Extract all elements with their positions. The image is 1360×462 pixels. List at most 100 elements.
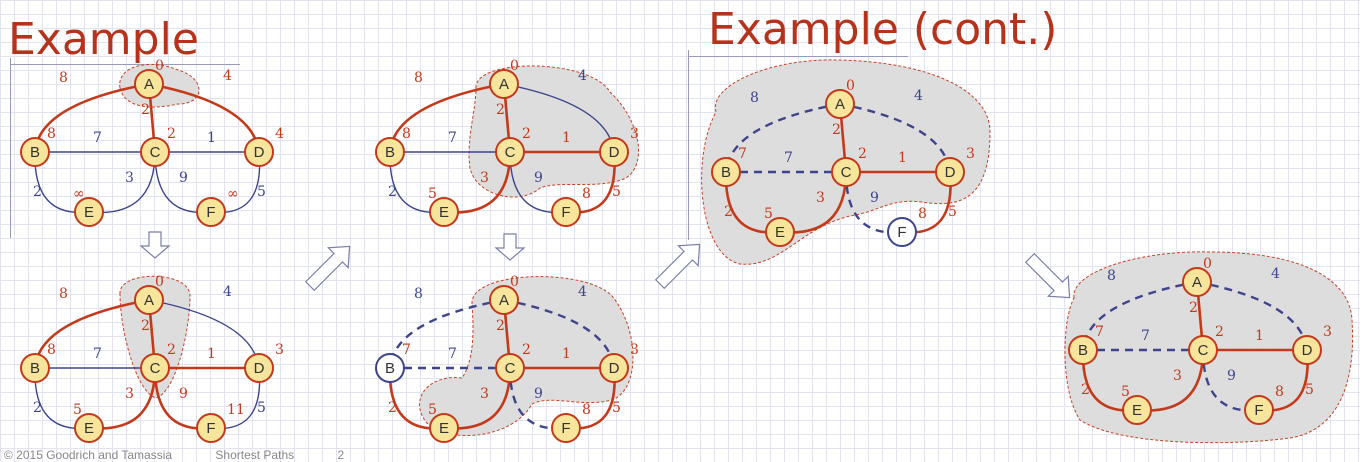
node-D	[599, 137, 629, 167]
node-D	[1292, 335, 1322, 365]
node-B	[711, 157, 741, 187]
node-D	[244, 353, 274, 383]
slide-title-right: Example (cont.)	[708, 4, 1058, 55]
node-C	[140, 353, 170, 383]
edge-weight: 3	[125, 170, 134, 186]
transition-arrow-icon	[304, 245, 351, 292]
edge-weight: 4	[1271, 266, 1280, 282]
edge-weight: 4	[223, 68, 232, 84]
node-A	[134, 285, 164, 315]
node-distance: 5	[1121, 384, 1130, 400]
node-distance: 3	[630, 342, 639, 358]
edge-weight: 2	[496, 318, 505, 334]
node-distance: 8	[582, 186, 591, 202]
edge-weight: 9	[534, 170, 543, 186]
edge-weight: 1	[562, 346, 571, 362]
node-F	[887, 217, 917, 247]
edge-weight: 9	[1227, 368, 1236, 384]
node-distance: 4	[275, 126, 284, 142]
edge-weight: 5	[612, 184, 621, 200]
node-distance: 2	[522, 126, 531, 142]
edge-weight: 2	[141, 102, 150, 118]
node-label: C	[841, 164, 852, 181]
node-distance: 8	[918, 206, 927, 222]
edge-weight: 4	[578, 284, 587, 300]
node-distance: 5	[428, 402, 437, 418]
node-label: A	[499, 76, 509, 93]
node-label: E	[1132, 402, 1142, 419]
node-distance: 7	[1095, 324, 1104, 340]
node-E	[429, 413, 459, 443]
edge-weight: 3	[480, 386, 489, 402]
edge-weight: 2	[496, 102, 505, 118]
node-label: C	[505, 144, 516, 161]
edge-weight: 1	[1255, 328, 1264, 344]
node-C	[495, 137, 525, 167]
edge-weight: 5	[612, 400, 621, 416]
node-E	[74, 413, 104, 443]
node-label: A	[499, 292, 509, 309]
edge-weight: 1	[207, 346, 216, 362]
node-distance: 8	[582, 402, 591, 418]
node-label: A	[144, 292, 154, 309]
node-D	[244, 137, 274, 167]
edge-weight: 2	[1081, 382, 1090, 398]
edge-weight: 1	[562, 130, 571, 146]
node-A	[489, 285, 519, 315]
node-label: B	[721, 164, 731, 181]
edge-weight: 9	[870, 190, 879, 206]
node-label: B	[385, 360, 395, 377]
edge-weight: 2	[141, 318, 150, 334]
node-D	[935, 157, 965, 187]
footer-copyright: © 2015 Goodrich and Tamassia	[4, 448, 173, 462]
edge-weight: 4	[578, 68, 587, 84]
node-A	[489, 69, 519, 99]
node-label: B	[30, 144, 40, 161]
edge-weight: 7	[93, 346, 102, 362]
node-label: A	[144, 76, 154, 93]
node-C	[1188, 335, 1218, 365]
edge-weight: 2	[724, 204, 733, 220]
edge-weight: 9	[179, 386, 188, 402]
node-C	[831, 157, 861, 187]
edge-weight: 3	[816, 190, 825, 206]
node-label: C	[150, 144, 161, 161]
node-distance: 8	[47, 126, 56, 142]
node-C	[495, 353, 525, 383]
edge-weight: 9	[179, 170, 188, 186]
edge-weight: 9	[534, 386, 543, 402]
edge-weight: 8	[1107, 268, 1116, 284]
node-label: E	[775, 224, 785, 241]
node-label: F	[206, 420, 215, 437]
node-label: E	[84, 420, 94, 437]
node-label: D	[945, 164, 956, 181]
node-label: A	[1192, 274, 1202, 291]
node-distance: 5	[73, 402, 82, 418]
node-E	[1122, 395, 1152, 425]
node-label: A	[835, 96, 845, 113]
node-distance: 2	[167, 126, 176, 142]
node-label: D	[1302, 342, 1313, 359]
edge-weight: 7	[448, 130, 457, 146]
title-underline-left	[10, 64, 240, 65]
arrow-shape	[654, 243, 701, 290]
edge-weight: 4	[914, 88, 923, 104]
node-label: D	[609, 360, 620, 377]
node-distance: 3	[630, 126, 639, 142]
edge-weight: 7	[448, 346, 457, 362]
edge-weight: 2	[832, 122, 841, 138]
transition-arrow-icon	[494, 233, 526, 261]
node-distance: 0	[510, 274, 519, 290]
node-C	[140, 137, 170, 167]
node-A	[1182, 267, 1212, 297]
edge-weight: 8	[59, 286, 68, 302]
slide-title-left: Example	[8, 14, 199, 65]
node-distance: 0	[155, 58, 164, 74]
node-distance: 8	[402, 126, 411, 142]
edge-weight: 5	[257, 400, 266, 416]
node-B	[375, 353, 405, 383]
